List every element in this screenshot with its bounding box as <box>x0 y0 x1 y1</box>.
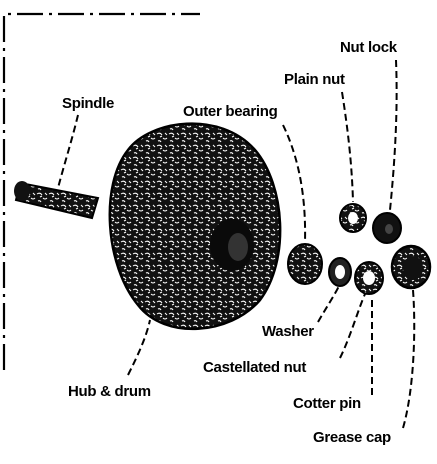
label-plain-nut: Plain nut <box>284 71 345 88</box>
leader-plain-nut <box>342 92 353 202</box>
label-castellated-nut: Castellated nut <box>203 359 306 376</box>
spindle-part <box>14 181 98 218</box>
leader-nut-lock <box>390 60 397 210</box>
leader-spindle <box>58 115 78 188</box>
label-nut-lock: Nut lock <box>340 39 398 56</box>
washer-part <box>329 258 351 286</box>
leader-hub-drum <box>128 320 150 375</box>
hub-drum-part <box>110 124 280 329</box>
leader-outer-bearing <box>283 125 305 242</box>
label-spindle: Spindle <box>62 95 114 112</box>
label-outer-bearing: Outer bearing <box>183 103 278 120</box>
label-washer: Washer <box>262 323 314 340</box>
nut-lock-part <box>373 213 401 243</box>
label-cotter-pin: Cotter pin <box>293 395 361 412</box>
leader-washer <box>318 286 339 322</box>
label-grease-cap: Grease cap <box>313 429 391 446</box>
leader-grease-cap <box>403 290 414 428</box>
grease-cap-part <box>392 246 430 288</box>
label-hub-drum: Hub & drum <box>68 383 151 400</box>
castellated-nut-part <box>355 262 383 294</box>
outer-bearing-part <box>288 244 322 284</box>
plain-nut-part <box>340 204 366 232</box>
leader-castellated-nut <box>340 294 365 358</box>
